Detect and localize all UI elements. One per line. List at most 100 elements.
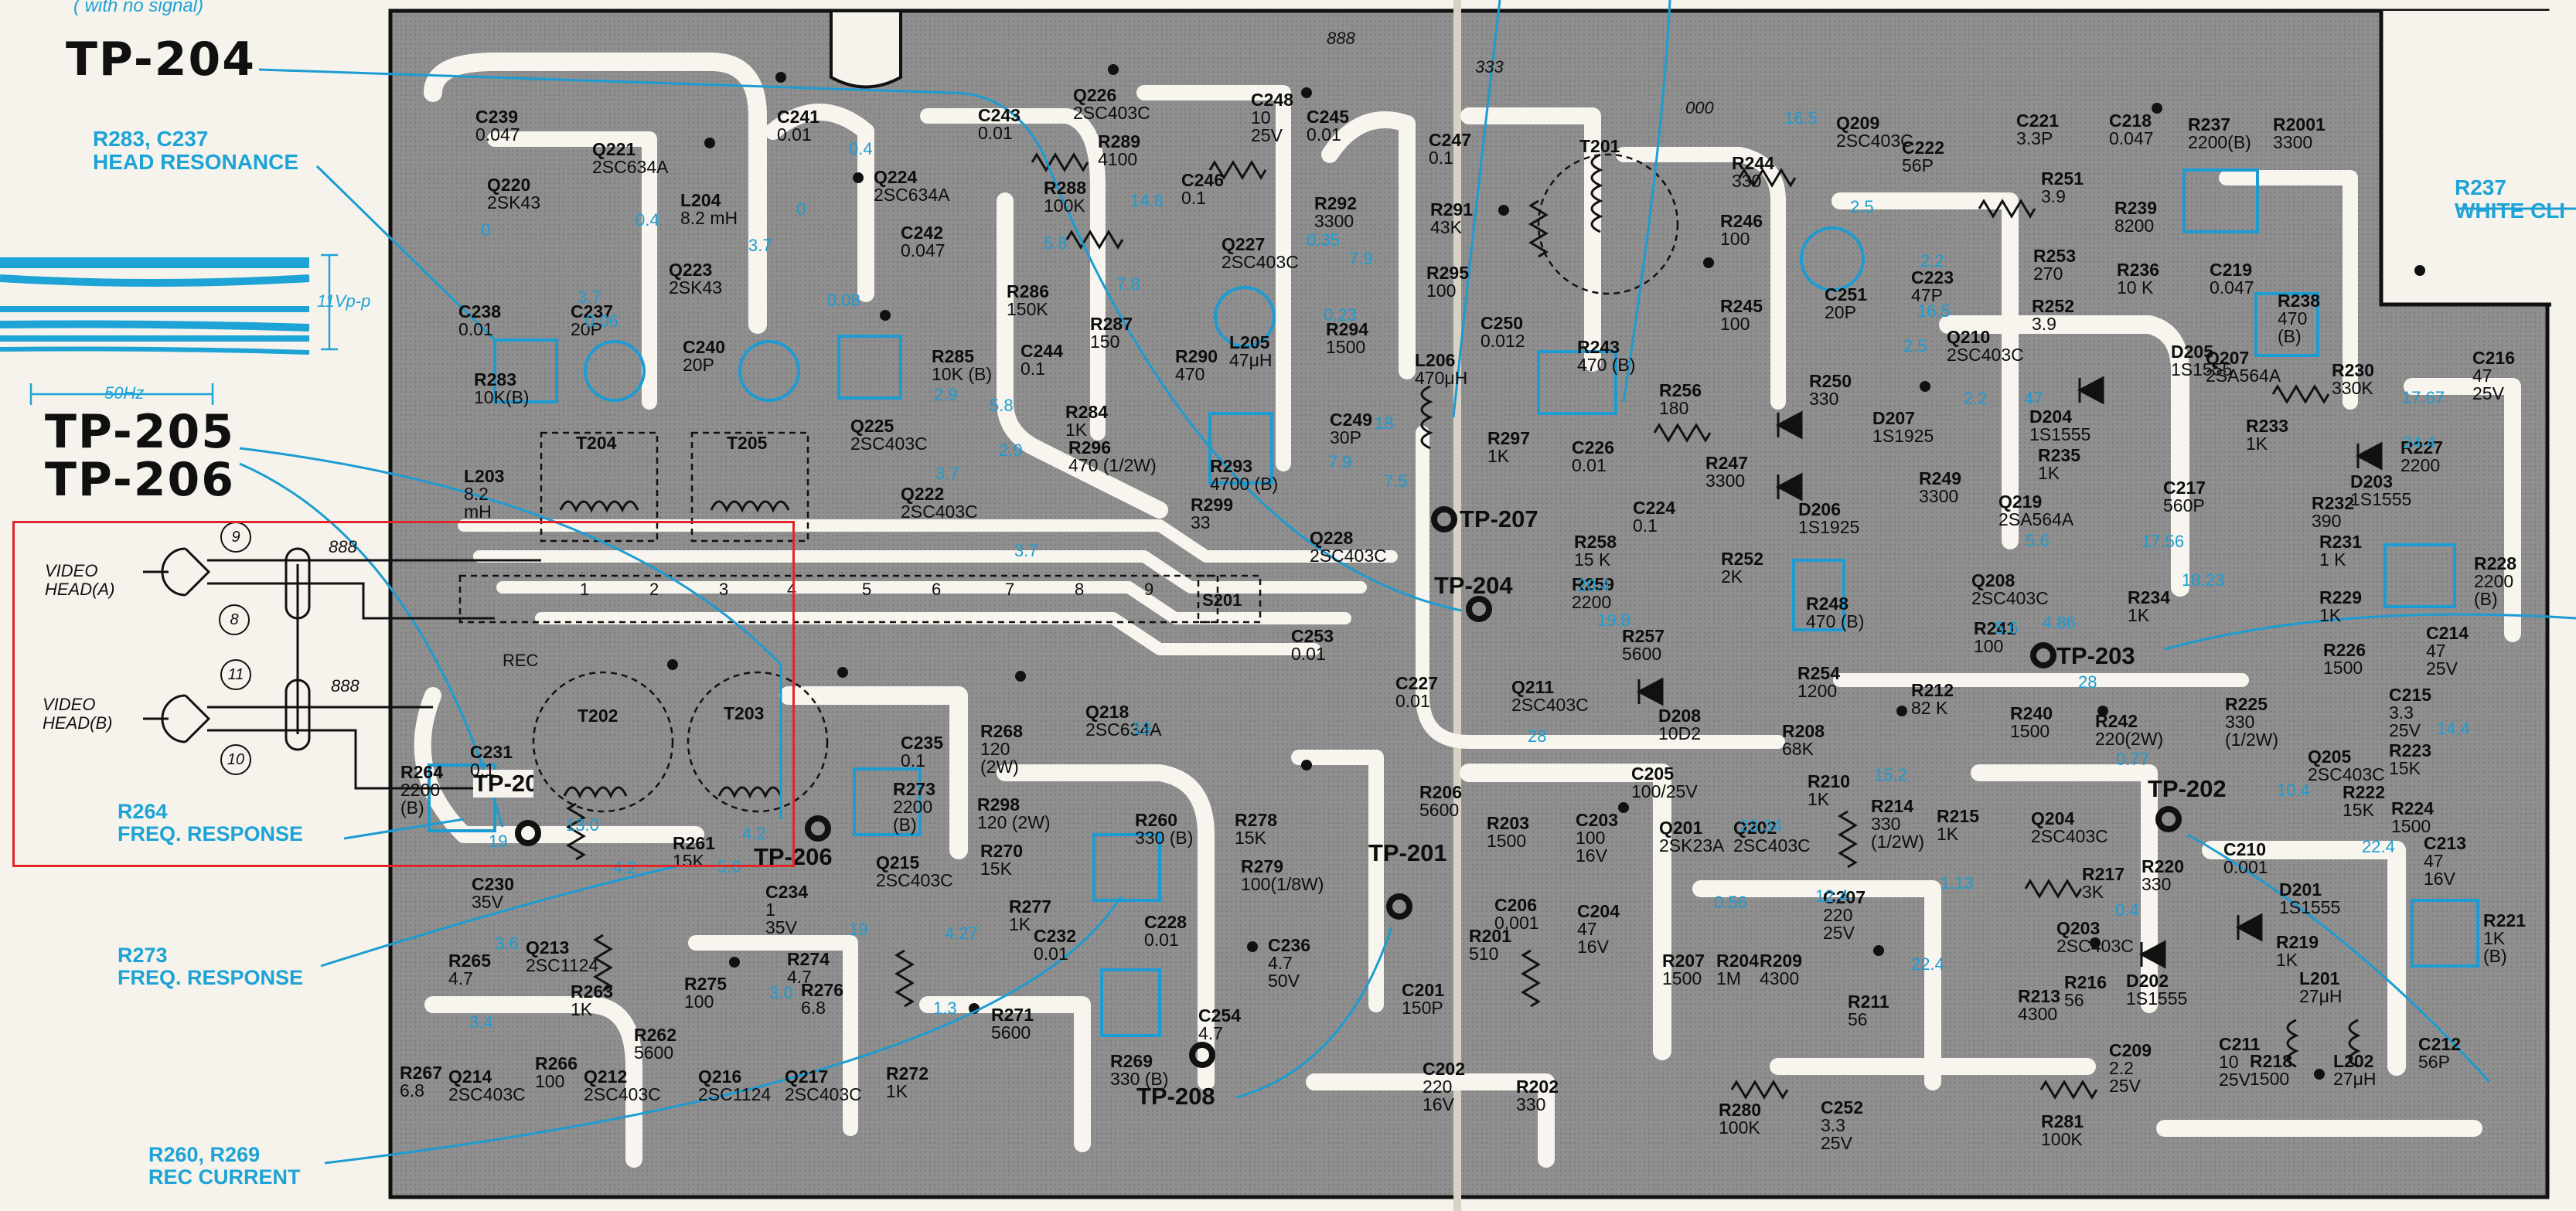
component-ref: L204 <box>680 190 721 210</box>
component-ref: R243 <box>1577 337 1620 357</box>
component-ref: R296 <box>1068 437 1111 458</box>
component-value: 100K <box>1044 196 1085 216</box>
test-voltage: 19 <box>1133 719 1152 738</box>
component-value: 1S1925 <box>1872 426 1934 446</box>
head-pin-11: 11 <box>220 659 251 690</box>
component-value: mH <box>464 502 492 522</box>
component-ref: C209 <box>2109 1040 2152 1060</box>
component-ref: R266 <box>535 1053 578 1073</box>
component-ref: R278 <box>1235 810 1277 830</box>
component-ref: Q225 <box>850 416 894 436</box>
component-ref: R257 <box>1622 626 1665 646</box>
component-ref: R287 <box>1090 314 1133 334</box>
component-value: 1S1555 <box>2350 489 2412 509</box>
component-value: 0.1 <box>1181 188 1206 208</box>
component-value: 6.8 <box>400 1080 424 1100</box>
component-value: 16V <box>1576 845 1607 866</box>
component-ref: R209 <box>1760 951 1802 971</box>
component-ref: R286 <box>1007 281 1049 301</box>
tp-208: TP-208 <box>1136 1083 1215 1110</box>
component-ref: R248 <box>1806 594 1849 614</box>
component-ref: L203 <box>464 466 505 486</box>
component-ref: Q209 <box>1836 113 1880 133</box>
component-ref: R294 <box>1326 319 1368 339</box>
component-ref: C230 <box>472 874 514 894</box>
connector-pin-7: 7 <box>1005 580 1015 599</box>
component-value: 2SC634A <box>1085 719 1162 740</box>
component-value: 25V <box>2389 720 2421 740</box>
trace-label-333: 333 <box>1475 57 1504 77</box>
test-voltage: 7.8 <box>1116 274 1140 294</box>
component-value: 0.01 <box>1291 644 1326 664</box>
component-ref: Q208 <box>1971 570 2015 590</box>
component-ref: R216 <box>2064 972 2107 992</box>
test-voltage: 3.7 <box>578 287 601 307</box>
component-value: 0.047 <box>901 240 946 260</box>
component-ref: Q205 <box>2308 747 2352 767</box>
component-symbols <box>566 152 2330 1100</box>
component-ref: R283 <box>474 369 516 389</box>
component-ref: R218 <box>2250 1051 2292 1071</box>
component-ref: R217 <box>2082 864 2125 884</box>
test-voltage: 17.67 <box>2402 388 2445 407</box>
test-voltage: 7.9 <box>1328 452 1352 471</box>
component-value: 470 <box>1175 364 1205 384</box>
video-head-a-line-2: HEAD(A) <box>45 580 115 600</box>
component-value: 2SC403C <box>1947 345 2024 365</box>
test-voltage: 22.4 <box>1911 954 1944 974</box>
component-ref: C226 <box>1572 437 1614 458</box>
waveform-graphic <box>0 253 338 405</box>
video-head-b-label: VIDEO HEAD(B) <box>43 695 112 733</box>
component-value: 20P <box>571 319 602 339</box>
component-ref: Q216 <box>698 1066 742 1087</box>
component-value: 2SC403C <box>1222 252 1299 272</box>
component-ref: R240 <box>2010 703 2053 723</box>
component-value: 35V <box>472 892 503 912</box>
component-value: 2SK43 <box>669 277 723 298</box>
component-ref: R230 <box>2332 360 2374 380</box>
component-value: 25V <box>2426 658 2458 679</box>
copper-traces <box>414 53 2521 1168</box>
component-value: 0.047 <box>2210 277 2254 298</box>
test-voltage: 0.4 <box>849 139 873 158</box>
component-ref: C232 <box>1034 926 1076 946</box>
component-value: 2SC403C <box>2056 936 2134 956</box>
component-value: 100(1/8W) <box>1241 874 1324 894</box>
test-voltage: 19 <box>489 832 508 851</box>
component-ref: C222 <box>1902 138 1944 158</box>
component-ref: R201 <box>1469 926 1511 946</box>
component-value: 10 <box>2219 1052 2239 1072</box>
component-value: 30P <box>1330 427 1361 447</box>
component-ref: R228 <box>2474 553 2516 573</box>
head-pin-10: 10 <box>220 744 251 775</box>
component-value: 100 <box>684 992 714 1012</box>
component-ref: C210 <box>2223 839 2266 859</box>
test-voltage: 4.2 <box>613 858 637 877</box>
component-ref: R279 <box>1241 856 1283 876</box>
component-ref: R265 <box>448 951 491 971</box>
component-ref: R260 <box>1135 810 1177 830</box>
component-ref: R259 <box>1572 574 1614 594</box>
